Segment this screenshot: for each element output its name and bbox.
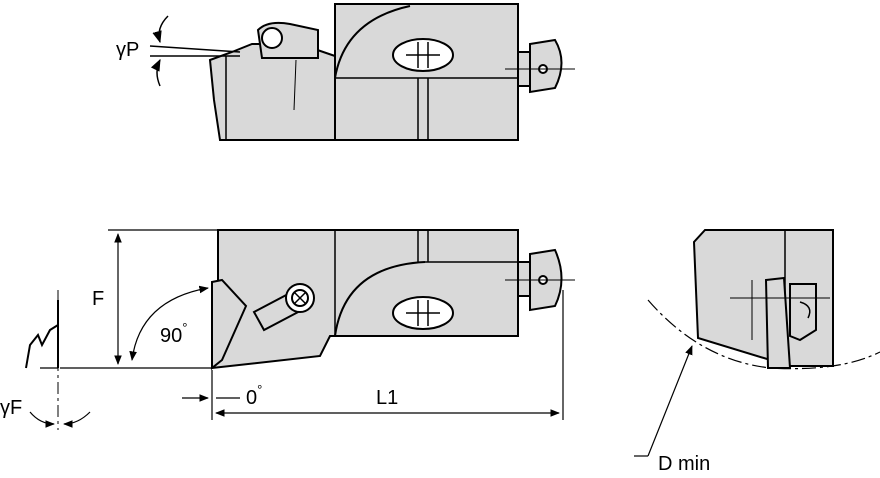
end-view-insert (764, 276, 792, 369)
side-view-insert (211, 278, 248, 371)
l1-label: L1 (376, 387, 398, 409)
side-view (210, 229, 575, 371)
top-view-main-body (334, 3, 519, 141)
gamma-f-arrows (29, 411, 91, 428)
d-min-leader (634, 345, 693, 457)
gamma-p-annotation (149, 15, 241, 87)
side-view-fitting-neck (517, 261, 531, 297)
end-view (692, 229, 834, 369)
side-view-body (210, 229, 519, 370)
f-label: F (92, 288, 104, 310)
gamma-f-profile (25, 290, 59, 430)
angle-0-label: 0° (246, 382, 262, 409)
end-view-clamp (789, 283, 817, 342)
top-view (208, 3, 575, 141)
side-view-cam-curve (334, 261, 426, 337)
dimension-f (60, 229, 218, 369)
angle-90-label: 90° (160, 320, 187, 347)
top-view-cam-curve (334, 5, 411, 79)
dimension-l1 (182, 290, 564, 420)
top-view-clamp-screw (261, 27, 283, 49)
gamma-f-label: γF (0, 397, 22, 419)
angle-90-annotation (129, 285, 209, 361)
d-min-label: D min (658, 453, 710, 475)
gamma-p-label: γP (116, 39, 139, 61)
